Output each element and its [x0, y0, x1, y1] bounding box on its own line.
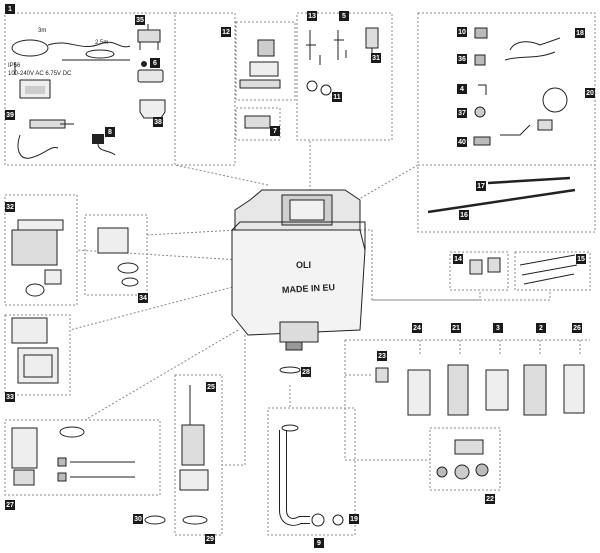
part-badge-18: 18: [575, 28, 585, 38]
part-badge-4: 4: [457, 84, 467, 94]
part-35: [137, 24, 161, 50]
part-18: [504, 37, 561, 61]
ip-rating-label: IP56: [8, 63, 21, 69]
part-badge-35: 35: [135, 15, 145, 25]
part-badge-25: 25: [206, 382, 216, 392]
part-7: [244, 115, 271, 129]
part-29-flush-valve: [179, 385, 209, 525]
part-badge-9: 9: [314, 538, 324, 548]
part-badge-40: 40: [457, 137, 467, 147]
part-33: [11, 317, 59, 384]
cistern-brand-text: OLI: [296, 260, 311, 270]
part-22: [436, 439, 489, 480]
part-badge-1: 1: [5, 4, 15, 14]
part-badge-11: 11: [332, 92, 342, 102]
cistern-body: OLI MADE IN EU: [231, 189, 366, 351]
part-badge-19: 19: [349, 514, 359, 524]
part-badge-21: 21: [451, 323, 461, 333]
part-badge-29: 29: [205, 534, 215, 544]
part-badge-31: 31: [371, 53, 381, 63]
part-39: [17, 119, 74, 159]
part-20: [500, 87, 568, 136]
part-badge-37: 37: [457, 108, 467, 118]
part-badge-38: 38: [153, 117, 163, 127]
part-badge-27: 27: [5, 500, 15, 510]
made-in-eu-text: MADE IN EU: [282, 282, 335, 295]
part-badge-28: 28: [301, 367, 311, 377]
part-8: [92, 134, 116, 156]
part-6: [137, 61, 164, 83]
part-11: [306, 80, 332, 96]
part-badge-34: 34: [138, 293, 148, 303]
part-badge-33: 33: [5, 392, 15, 402]
cable-3m-label: 3m: [38, 28, 47, 34]
parts-13-5-31: [306, 27, 379, 65]
part-38: [139, 99, 166, 119]
part-badge-10: 10: [457, 27, 467, 37]
part-badge-15: 15: [576, 254, 586, 264]
leader-lines: [69, 140, 590, 466]
part-badge-17: 17: [476, 181, 486, 191]
part-30: [144, 515, 166, 525]
small-fittings: [473, 27, 491, 146]
part-34: [97, 227, 139, 287]
part-23: [375, 367, 389, 383]
part-badge-5: 5: [339, 11, 349, 21]
part-badge-24: 24: [412, 323, 422, 333]
part-12: [239, 39, 281, 89]
cable-2-5m-label: 2.5m: [95, 40, 109, 46]
part-badge-26: 26: [572, 323, 582, 333]
part-badge-2: 2: [536, 323, 546, 333]
part-9-pipe: [279, 424, 344, 527]
part-badge-14: 14: [453, 254, 463, 264]
part-badge-23: 23: [377, 351, 387, 361]
valve-assemblies: [407, 364, 585, 416]
part-badge-36: 36: [457, 54, 467, 64]
part-badge-16: 16: [459, 210, 469, 220]
power-spec-label: 100-240V AC 6.75V DC: [8, 71, 72, 77]
part-badge-39: 39: [5, 110, 15, 120]
part-32: [11, 219, 64, 297]
part-badge-12: 12: [221, 27, 231, 37]
part-badge-7: 7: [270, 126, 280, 136]
rods-16-17: [427, 176, 576, 214]
part-badge-6: 6: [150, 58, 160, 68]
part-badge-30: 30: [133, 514, 143, 524]
part-badge-3: 3: [493, 323, 503, 333]
part-28: [279, 366, 301, 374]
parts-14-15: [469, 254, 578, 285]
part-badge-32: 32: [5, 202, 15, 212]
cable-set: [11, 39, 131, 99]
part-27: [11, 426, 135, 486]
part-badge-20: 20: [585, 88, 595, 98]
part-badge-8: 8: [105, 127, 115, 137]
part-badge-22: 22: [485, 494, 495, 504]
part-badge-13: 13: [307, 11, 317, 21]
